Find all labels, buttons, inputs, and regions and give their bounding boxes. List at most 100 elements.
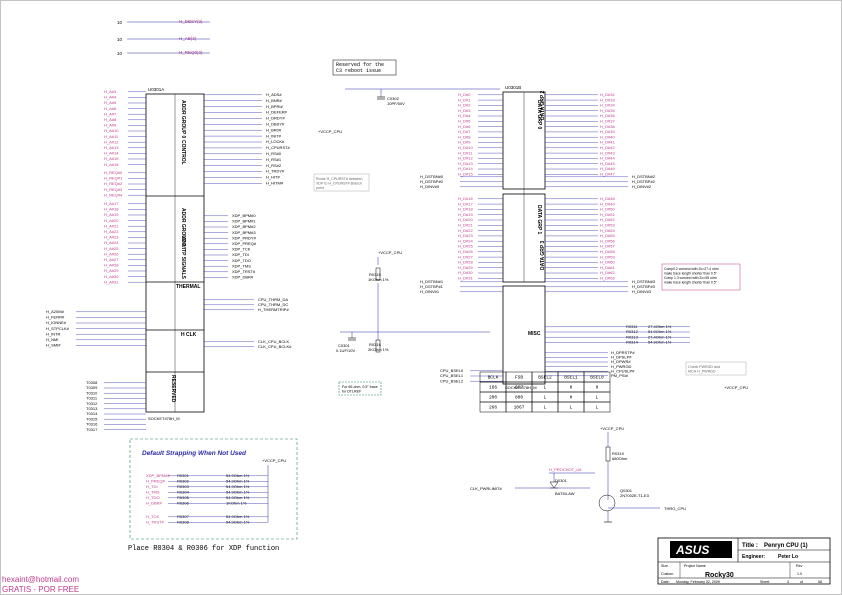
data-net-label: H_D#23 (458, 233, 473, 238)
strap-net: XDP_BPM#5 (146, 473, 170, 478)
strap-value: 1KOhm 1% (226, 501, 247, 506)
engineer-name: Peter Lo (778, 554, 798, 560)
note-line: For 65 ohm, 0.5" trace (342, 385, 378, 389)
net-label-left: H_A#29 (104, 268, 119, 273)
data-net-label: H_D#44 (600, 156, 615, 161)
cpu-socket-u2: U0301B SOCKET478H_M DATA GRP 0 DATA GRP … (420, 85, 690, 390)
note-line: point (316, 186, 324, 190)
note-line: XDP to H_CPURST# Branch (316, 182, 362, 186)
net-label-right: CLK_CPU_BCLK (258, 339, 289, 344)
net-label-left: H_A#5 (104, 100, 117, 105)
data-net-label: H_D#47 (600, 172, 615, 177)
net-label-left: H_A#31 (104, 279, 119, 284)
data-net-label: CPU_BSEL2 (440, 378, 464, 383)
sheet-title: Penryn CPU (1) (764, 543, 808, 549)
svg-text:BAT54-AW: BAT54-AW (555, 491, 575, 496)
svg-text:C0302: C0302 (387, 96, 400, 101)
data-net-label: H_D#39 (600, 129, 615, 134)
vccp-rail-2: +VCCP_CPU (724, 385, 748, 390)
u1-group-hclk: H CLK (181, 332, 197, 338)
side-net-label: H_NMI (46, 337, 58, 342)
data-net-label: H_DPWR# (611, 359, 631, 364)
net-label-left: H_A#16 (104, 162, 119, 167)
net-label-left: H_A#22 (104, 229, 119, 234)
svg-text:+VCCP_CPU: +VCCP_CPU (600, 426, 624, 431)
svg-text:Engineer:: Engineer: (742, 554, 765, 560)
bsel-header: BSEL2 (538, 375, 552, 381)
strap-ref: R0306 (177, 501, 190, 506)
note-line: for DTLREF (342, 390, 362, 394)
strap-net: H_PREQ# (146, 479, 165, 484)
u1-group-reserved: RESERVED (170, 375, 176, 403)
data-net-label: H_DINV#3 (632, 289, 652, 294)
testpoint-label: T0313 (86, 406, 98, 411)
net-label-left: H_A#3 (104, 89, 117, 94)
top-net-labels: 10 H_DBSY(3) 10 H_AB(3) 10 H_REQ0(3) (117, 19, 203, 56)
title-block: ASUS Title : Penryn CPU (1) Engineer: Pe… (657, 537, 831, 585)
net-label-left: H_A#19 (104, 212, 119, 217)
net-label-right: H_CPURST# (266, 145, 291, 150)
side-net-label: H_A20M# (46, 309, 65, 314)
svg-text:2N7002E-T1-E3: 2N7002E-T1-E3 (620, 493, 650, 498)
data-net-label: H_D#61 (600, 265, 615, 270)
data-net-label: H_DINV#2 (632, 184, 652, 189)
data-net-label: H_D#8 (458, 134, 471, 139)
data-net-label: H_D#20 (458, 217, 473, 222)
data-net-label: H_D#33 (600, 97, 615, 102)
data-net-label: PM_PSI# (611, 373, 629, 378)
data-net-label: H_D#27 (458, 254, 473, 259)
svg-text:D0301: D0301 (555, 478, 568, 483)
testpoint-label: T0316 (86, 422, 98, 427)
data-net-label: CPU_BSEL1 (440, 373, 464, 378)
net-label-left: H_A#25 (104, 246, 119, 251)
u1-group-addr1: ADDR GROUP 1 (180, 208, 186, 246)
net-label-left: H_REQ#0 (104, 170, 123, 175)
data-net-label: H_D#3 (458, 108, 471, 113)
top-label-sig2: H_AB(3) (179, 36, 197, 41)
strap-net: H_TDO (146, 495, 160, 500)
top-label-n3: 10 (117, 51, 123, 56)
strap-ref: R0308 (177, 520, 190, 525)
data-net-label: H_D#0 (458, 92, 471, 97)
watermark-email: hexaint@hotmail.com (2, 575, 80, 584)
testpoint-label: T0310 (86, 390, 98, 395)
data-net-label: H_D#2 (458, 103, 471, 108)
u1-group-control: CONTROL (180, 140, 186, 165)
data-net-label: H_D#25 (458, 244, 473, 249)
data-net-label: H_DSTBN#0 (420, 174, 444, 179)
data-net-label: H_D#15 (458, 172, 473, 177)
data-net-label: H_D#45 (600, 161, 615, 166)
data-net-label: H_D#37 (600, 119, 615, 124)
net-label-right: XDP_BPM#2 (232, 224, 256, 229)
strap-value: 54.9Ohm 1% (226, 473, 250, 478)
net-label-right: CPU_THRM_DC (258, 302, 288, 307)
top-label-sig1: H_DBSY(3) (179, 19, 203, 24)
svg-text:R0316: R0316 (369, 342, 382, 347)
bsel-value: 266 (489, 405, 497, 411)
net-label-left: H_A#15 (104, 156, 119, 161)
data-net-label: H_D#36 (600, 113, 615, 118)
data-net-label: H_DSTBP#0 (420, 179, 444, 184)
svg-text:1.0: 1.0 (797, 572, 802, 576)
note-line: Reserved for the (336, 62, 384, 68)
data-net-label: H_D#54 (600, 228, 615, 233)
testpoint-label: T0317 (86, 427, 98, 432)
bsel-value: 667 (515, 385, 523, 391)
svg-text:Date:: Date: (661, 580, 670, 584)
svg-text:Custom: Custom (661, 572, 673, 576)
note-line: make trace length shorter than 0.5" (664, 272, 718, 276)
data-net-label: CPU_BSEL0 (440, 368, 464, 373)
bsel-cell (583, 401, 611, 413)
net-label-right: XDP_PRDY# (232, 235, 257, 240)
net-label-left: H_A#27 (104, 257, 119, 262)
data-net-label: H_D#29 (458, 265, 473, 270)
bsel-header: BSEL0 (590, 375, 604, 381)
bsel-value: L (544, 385, 547, 391)
data-net-label: H_D#58 (600, 249, 615, 254)
